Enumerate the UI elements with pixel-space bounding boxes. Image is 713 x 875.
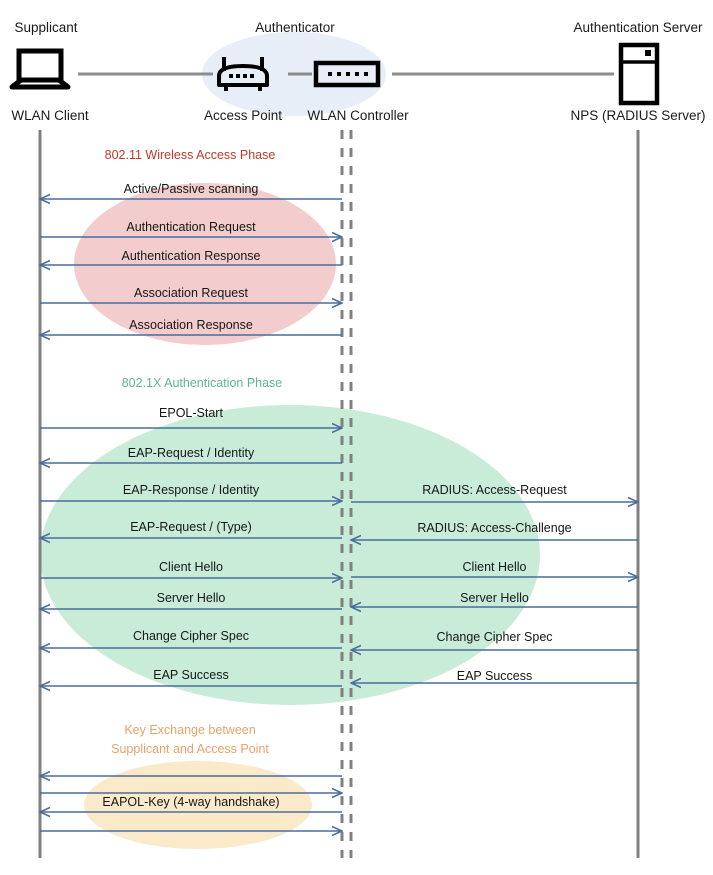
message-label: EPOL-Start <box>159 406 223 420</box>
message-label: EAP-Request / (Type) <box>130 520 252 534</box>
actor-role-authenticator: Authenticator <box>255 20 335 35</box>
message-label: EAP-Request / Identity <box>127 446 255 460</box>
phase-title-key-exchange-line1: Key Exchange between <box>124 723 256 737</box>
message-label: RADIUS: Access-Request <box>422 483 567 497</box>
phase-ellipse-group <box>40 183 540 849</box>
message-label: EAPOL-Key (4-way handshake) <box>102 795 280 809</box>
message-label: EAP Success <box>456 669 533 683</box>
wlan-controller-icon <box>313 60 381 88</box>
message-label: Authentication Request <box>126 220 256 234</box>
message-label: Association Response <box>129 318 253 332</box>
message-label: Server Hello <box>156 591 226 605</box>
actor-role-supplicant: Supplicant <box>14 20 78 35</box>
message-label: EAP Success <box>153 668 229 682</box>
laptop-icon <box>9 48 71 90</box>
actor-device-wlan-controller: WLAN Controller <box>307 108 409 123</box>
message-label: Server Hello <box>460 591 529 605</box>
phase-ellipse-phase-802-1x <box>40 405 540 705</box>
phase-title-802-11: 802.11 Wireless Access Phase <box>104 148 276 162</box>
message-label: Client Hello <box>462 560 527 574</box>
right-message-arrow-group <box>351 502 638 683</box>
actor-role-authentication-server: Authentication Server <box>573 20 703 35</box>
phase-ellipse-phase-802-11 <box>74 183 336 345</box>
message-label: Client Hello <box>159 560 223 574</box>
wireless-router-icon <box>217 57 269 91</box>
message-label: EAP-Response / Identity <box>122 483 260 497</box>
actor-device-wlan-client: WLAN Client <box>11 108 89 123</box>
server-rack-icon <box>618 42 660 106</box>
actor-device-access-point: Access Point <box>203 108 283 123</box>
message-label: Change Cipher Spec <box>436 630 553 644</box>
message-label: Association Request <box>134 286 248 300</box>
message-label: RADIUS: Access-Challenge <box>417 521 572 535</box>
phase-title-key-exchange-line2: Supplicant and Access Point <box>111 742 269 756</box>
actor-device-nps-radius-server: NPS (RADIUS Server) <box>570 108 706 123</box>
left-message-arrow-group <box>40 199 342 831</box>
message-label: Active/Passive scanning <box>123 182 259 196</box>
phase-title-802-1x: 802.1X Authentication Phase <box>121 376 283 390</box>
message-label: Change Cipher Spec <box>132 629 250 643</box>
phase-ellipse-phase-key-exchange <box>84 761 312 849</box>
message-label: Authentication Response <box>121 249 261 263</box>
